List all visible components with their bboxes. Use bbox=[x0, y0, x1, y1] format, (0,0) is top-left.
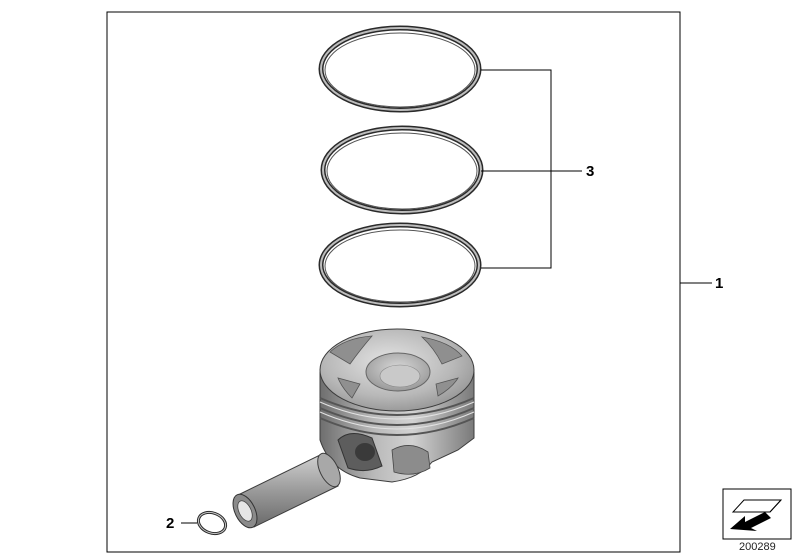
piston-ring-bottom bbox=[318, 222, 482, 308]
kit-frame bbox=[106, 11, 681, 553]
piston-ring-middle bbox=[320, 125, 484, 215]
callout-kit: 1 bbox=[715, 275, 724, 292]
callout-rings: 3 bbox=[586, 163, 595, 180]
rings-leader-line bbox=[481, 69, 582, 269]
piston-ring-top bbox=[318, 25, 482, 113]
piston-pin-icon bbox=[232, 452, 341, 529]
circlip-icon bbox=[196, 510, 228, 536]
piston-icon bbox=[319, 328, 475, 483]
navigation-arrow-icon bbox=[722, 488, 792, 540]
reference-number: 200289 bbox=[739, 541, 776, 553]
callout-circlip: 2 bbox=[166, 515, 175, 532]
